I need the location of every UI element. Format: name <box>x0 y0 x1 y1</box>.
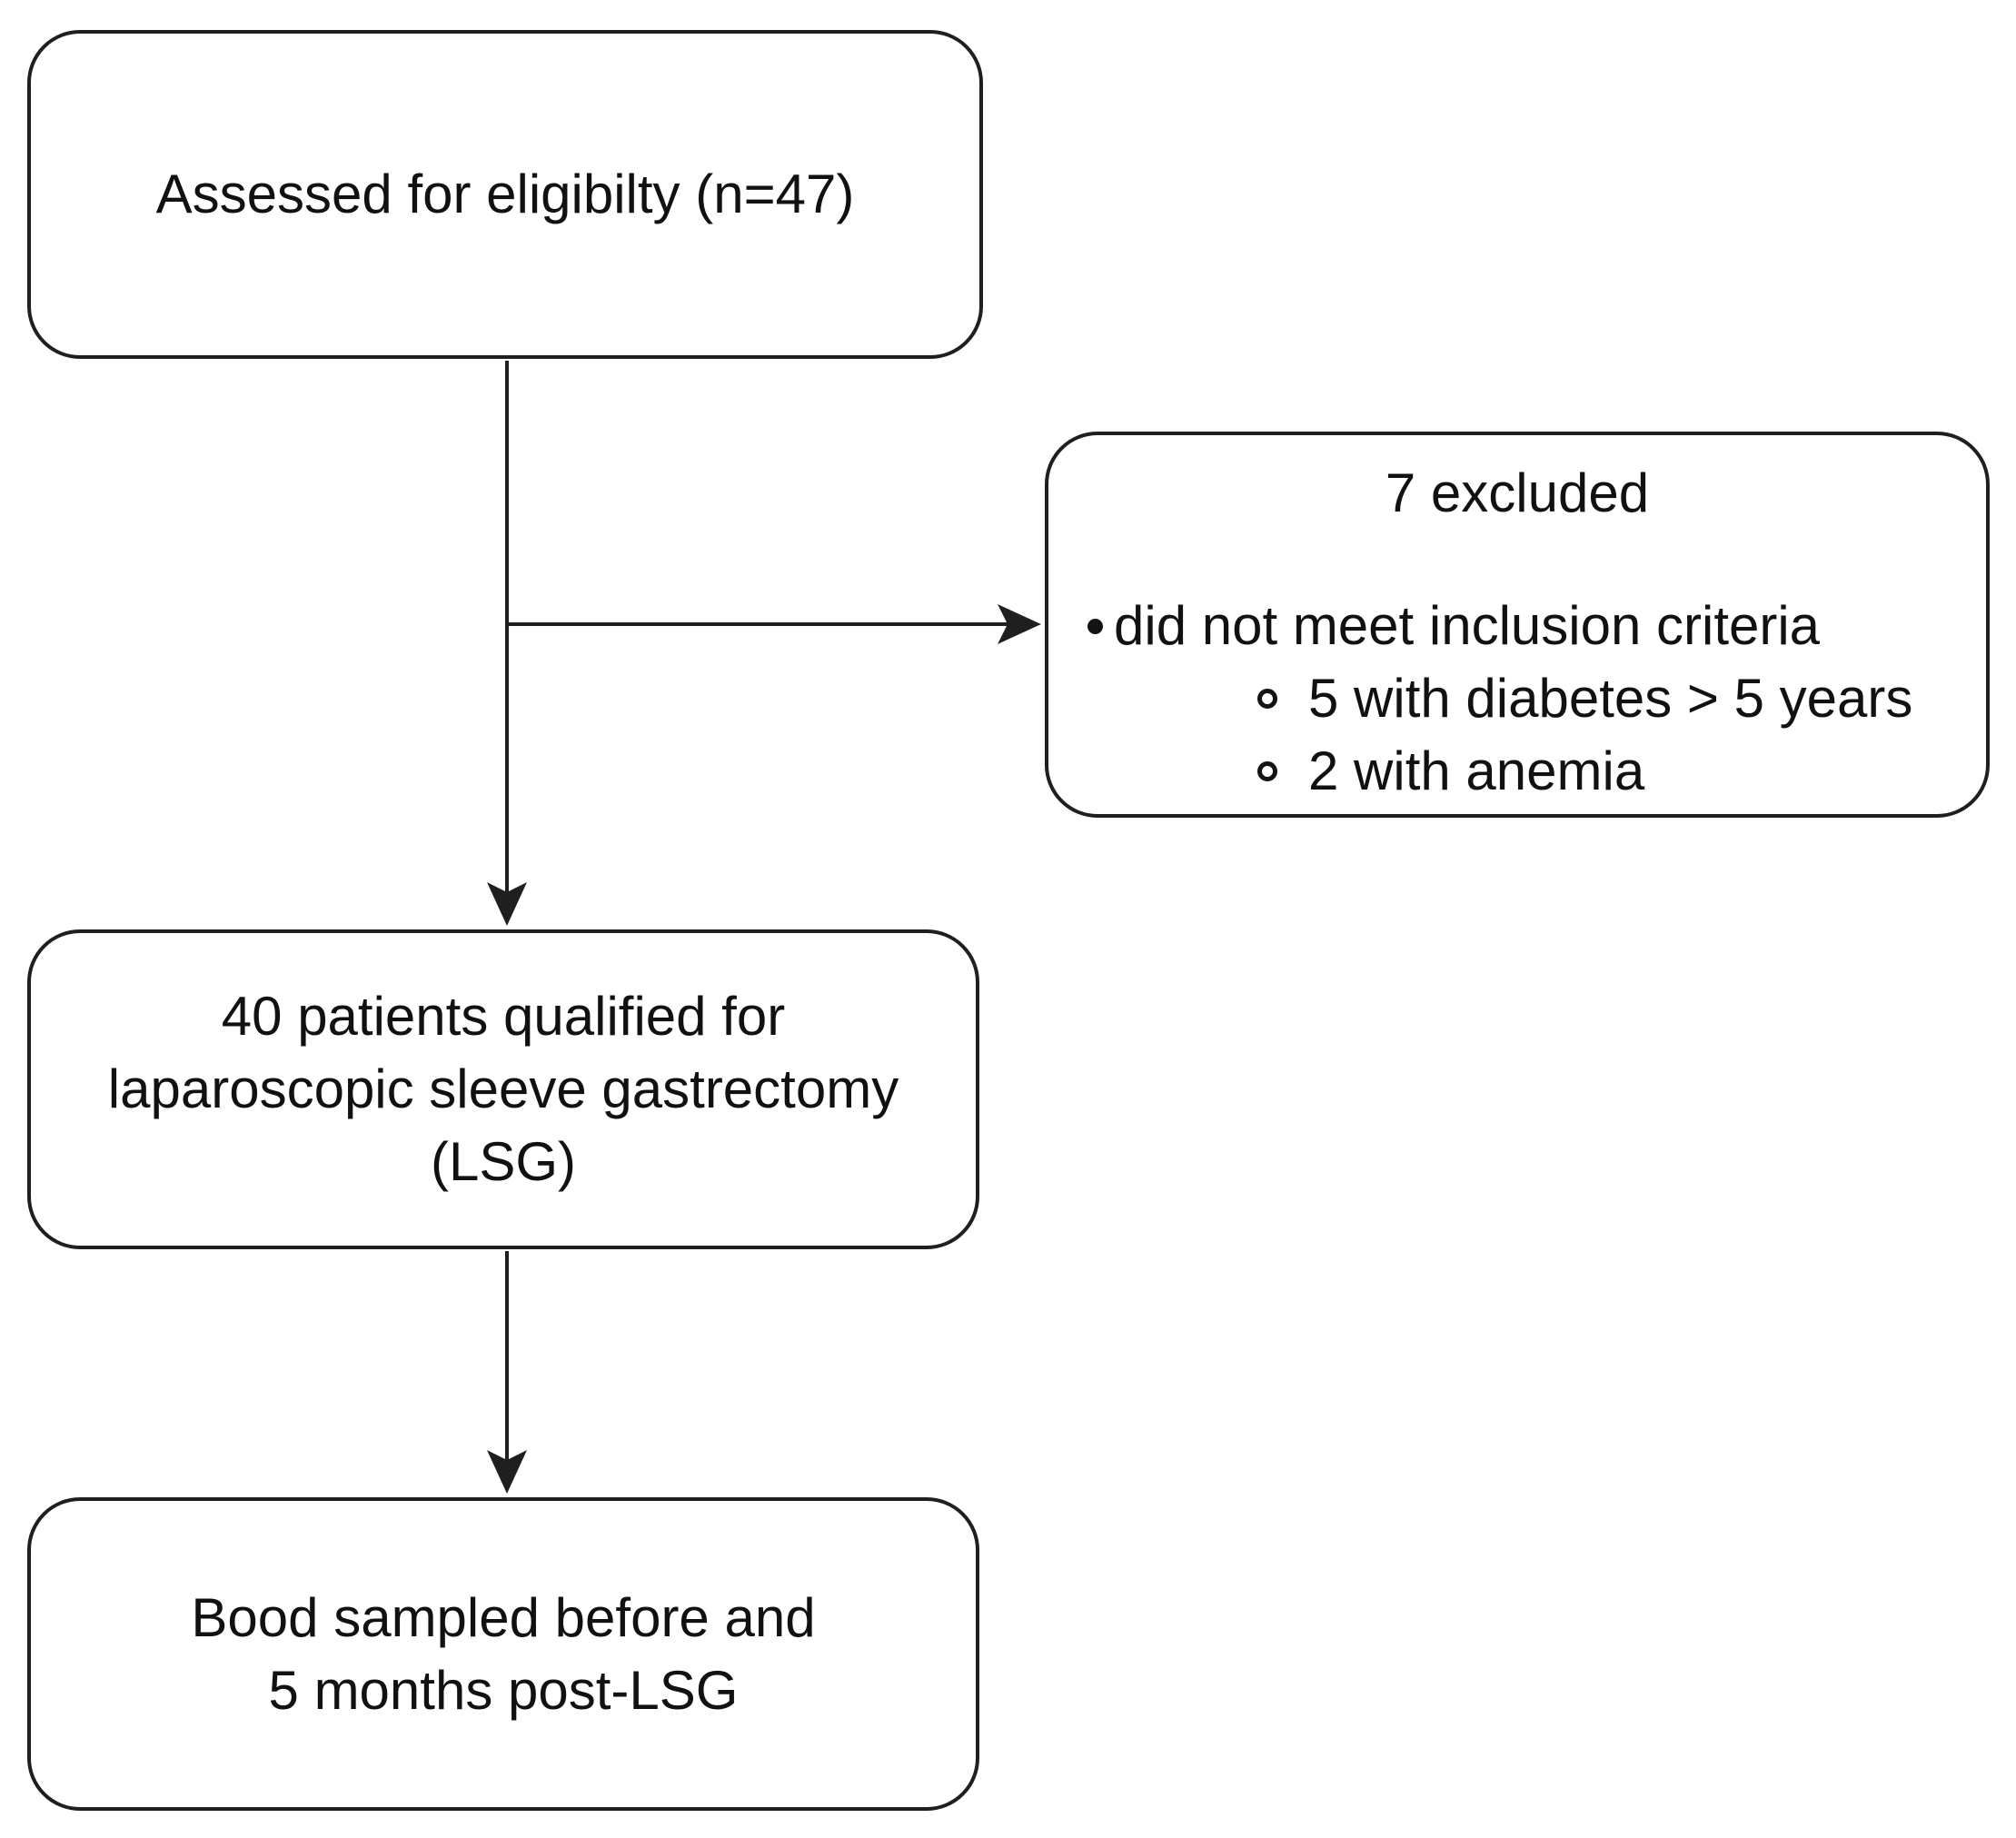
bullet-circle-icon <box>1257 761 1277 781</box>
qualified-line-1: 40 patients qualified for <box>221 986 786 1047</box>
bullet-circle-icon <box>1257 689 1277 709</box>
assessed-for-eligibility-text: Assessed for eligibilty (n=47) <box>155 164 855 224</box>
qualified-line-2: laparoscopic sleeve gastrectomy <box>107 1058 899 1119</box>
excluded-subreason-diabetes-text: 5 with diabetes > 5 years <box>1308 668 1913 729</box>
list-item: 2 with anemia <box>1048 735 1986 808</box>
excluded-reasons-list: did not meet inclusion criteria 5 with d… <box>1048 590 1986 808</box>
arrow-qualified-to-blood-head <box>487 1450 527 1494</box>
node-blood-sampled: Bood sampled before and 5 months post-LS… <box>27 1497 979 1811</box>
blood-sampled-line-2: 5 months post-LSG <box>268 1659 739 1721</box>
excluded-reason-text: did not meet inclusion criteria <box>1114 595 1821 656</box>
blood-sampled-text: Bood sampled before and 5 months post-LS… <box>191 1582 815 1727</box>
arrow-eligibility-to-excluded-head <box>998 604 1041 644</box>
excluded-title: 7 excluded <box>1385 462 1650 523</box>
blood-sampled-line-1: Bood sampled before and <box>191 1586 816 1648</box>
arrow-eligibility-to-qualified-head <box>487 882 527 926</box>
bullet-dot-icon <box>1087 618 1103 634</box>
list-item: 5 with diabetes > 5 years <box>1048 662 1986 735</box>
node-patients-qualified-lsg: 40 patients qualified for laparoscopic s… <box>27 929 979 1249</box>
patients-qualified-text: 40 patients qualified for laparoscopic s… <box>108 980 899 1198</box>
list-item: did not meet inclusion criteria <box>1048 590 1986 662</box>
excluded-subreason-anemia-text: 2 with anemia <box>1308 740 1645 801</box>
node-excluded: 7 excluded did not meet inclusion criter… <box>1045 432 1990 818</box>
node-assessed-for-eligibility: Assessed for eligibilty (n=47) <box>27 30 983 359</box>
qualified-line-3: (LSG) <box>430 1131 576 1192</box>
